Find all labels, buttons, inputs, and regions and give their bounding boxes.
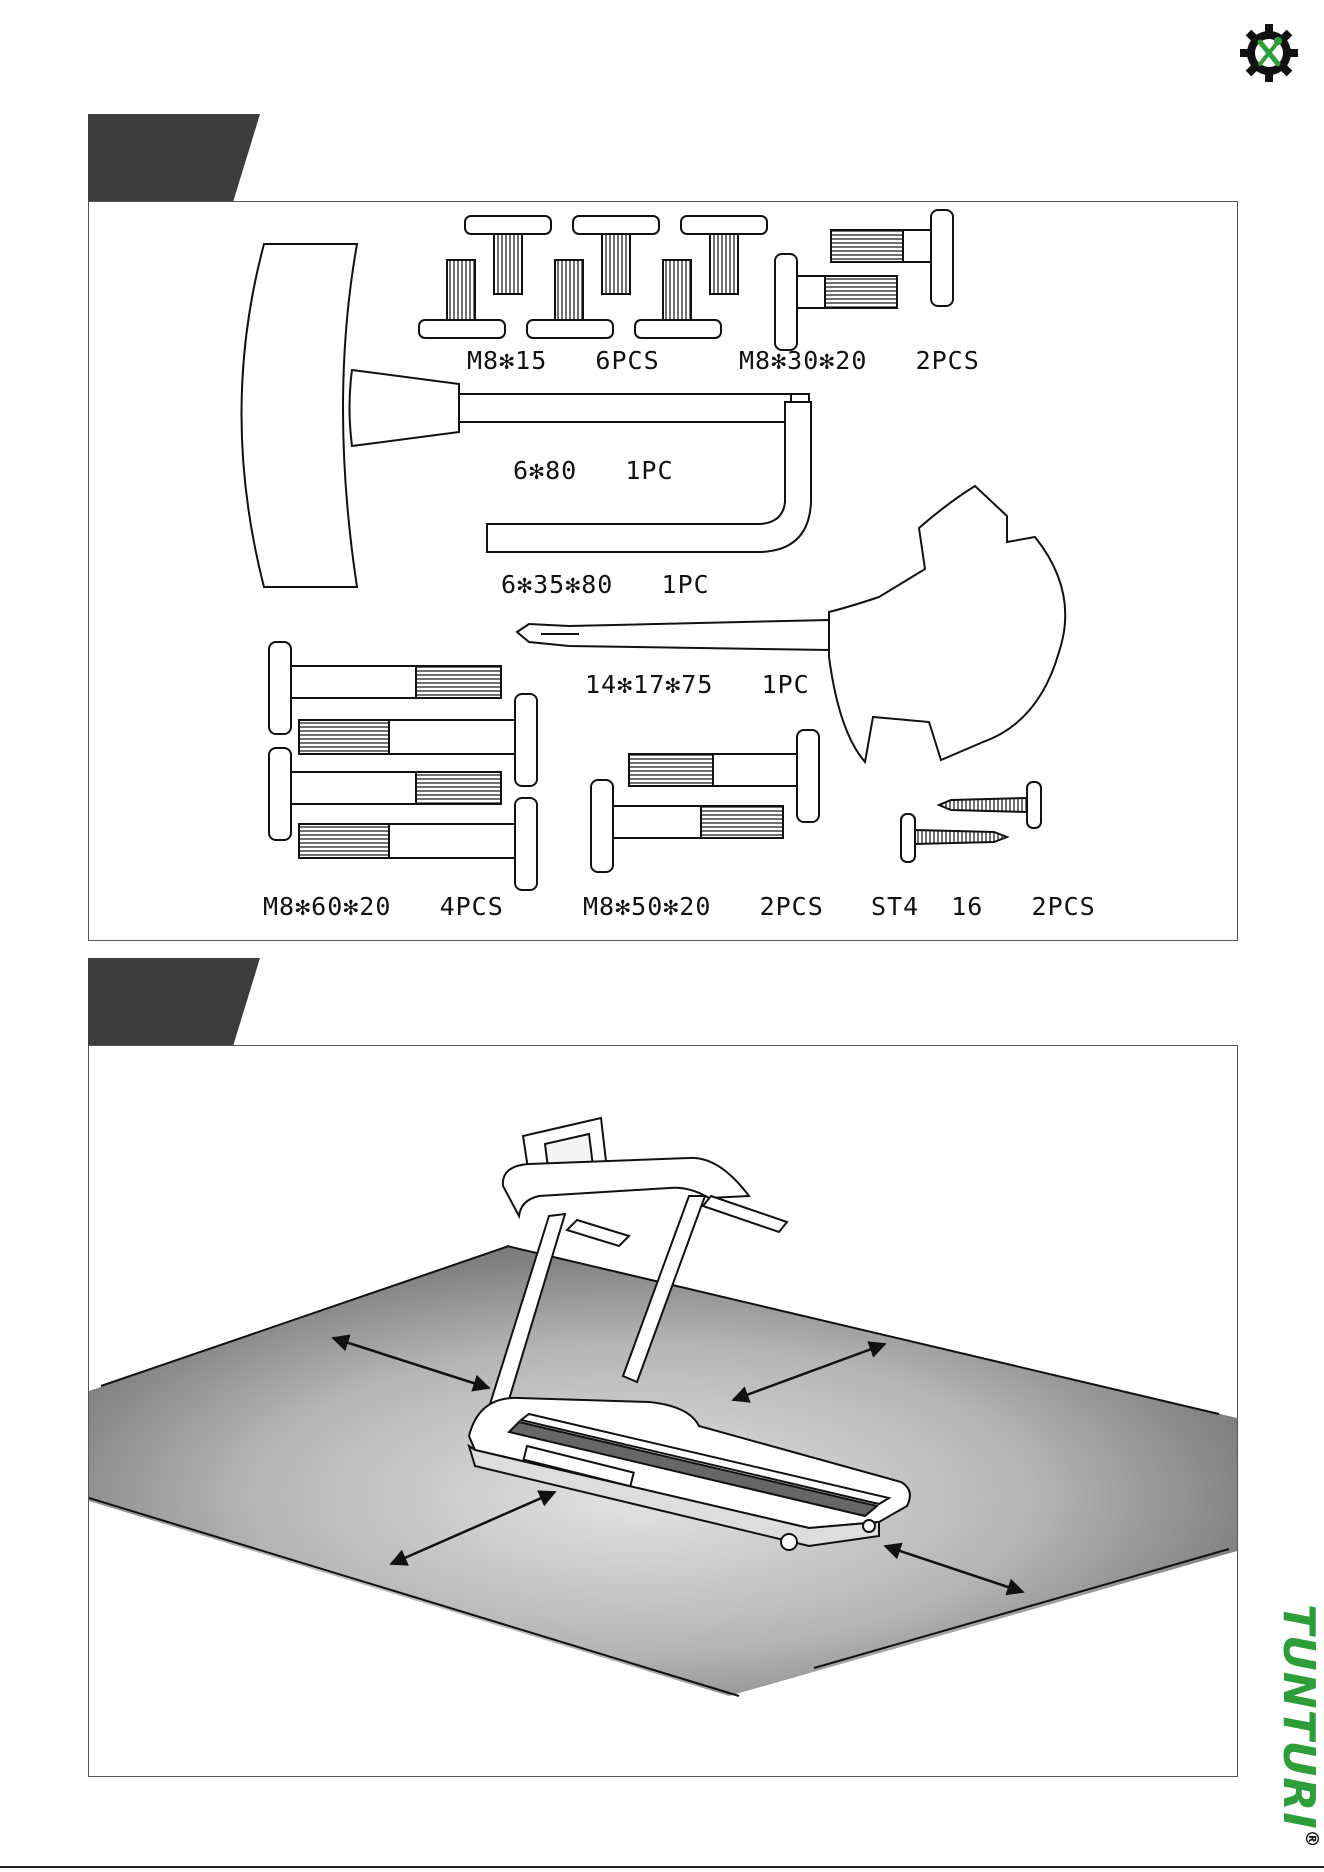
hardware-parts-panel: M8✻15 6PCS M8✻30✻20 2PCS 6✻80 1PC 6✻35✻8… (88, 201, 1238, 941)
footer-rule (0, 1866, 1324, 1868)
part-label-m8x50x20: M8✻50✻20 2PCS (583, 894, 824, 919)
part-label-m8x60x20: M8✻60✻20 4PCS (263, 894, 504, 919)
section-1-tab (88, 114, 260, 204)
brand-name: TUNTURI® (1276, 1604, 1320, 1849)
tools-gear-icon (1238, 22, 1300, 84)
treadmill-floor-illustration (89, 1046, 1237, 1776)
part-label-m8x30x20: M8✻30✻20 2PCS (739, 348, 980, 373)
part-label-l-key-6x35x80: 6✻35✻80 1PC (501, 572, 710, 597)
section-2-tab (88, 958, 260, 1048)
part-label-hex-key-6x80: 6✻80 1PC (513, 458, 674, 483)
part-label-st4-16: ST4 16 2PCS (871, 894, 1096, 919)
registered-mark: ® (1301, 1830, 1322, 1849)
tunturi-brand-logo: TUNTURI® (1268, 1604, 1324, 1864)
placement-clearance-panel (88, 1045, 1238, 1777)
brand-wordmark: TUNTURI (1273, 1604, 1324, 1830)
part-label-wrench-14x17x75: 14✻17✻75 1PC (585, 672, 810, 697)
part-label-m8x15: M8✻15 6PCS (467, 348, 660, 373)
